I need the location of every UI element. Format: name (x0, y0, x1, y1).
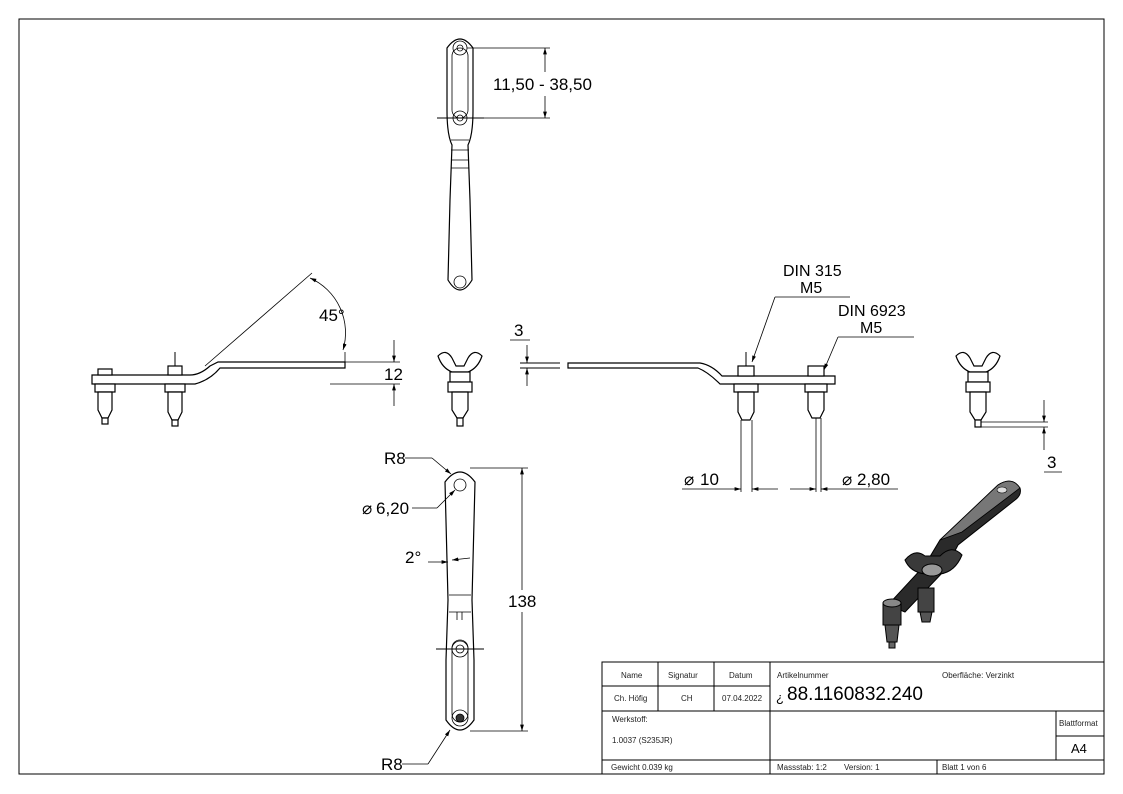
bottom-view: R8 ⌀ 6,20 2° 138 R8 (362, 449, 536, 774)
massstab: Massstab: 1:2 (777, 763, 827, 772)
werkstoff-value: 1.0037 (S235JR) (612, 736, 673, 745)
offset-dim: 12 (384, 365, 403, 384)
werkstoff-label: Werkstoff: (612, 715, 648, 724)
blattformat-label: Blattformat (1059, 719, 1098, 728)
gap-dim: 3 (1047, 453, 1056, 472)
isometric-view (882, 480, 1021, 649)
slot-range-dim: 11,50 - 38,50 (493, 75, 592, 94)
name-value: Ch. Höfig (614, 694, 647, 703)
taper-angle-dim: 2° (405, 548, 421, 567)
top-view: 11,50 - 38,50 (437, 38, 592, 291)
title-block: Name Signatur Datum Ch. Höfig CH 07.04.2… (601, 661, 1105, 775)
m5-label-b: M5 (860, 320, 882, 337)
right-side-view: 3 DIN 315 M5 DIN 6923 M5 ⌀ 10 ⌀ 2,80 (510, 263, 914, 492)
sheet-frame (18, 18, 1105, 775)
length-dim: 138 (508, 592, 536, 611)
datum-value: 07.04.2022 (722, 694, 763, 703)
signatur-value: CH (681, 694, 693, 703)
small-diameter-dim: 2,80 (857, 470, 890, 489)
thickness-dim: 3 (514, 321, 523, 340)
hole-diameter-dim: 6,20 (376, 499, 409, 518)
oberflaeche: Oberfläche: Verzinkt (942, 671, 1015, 680)
m5-label-a: M5 (800, 280, 822, 297)
din315-label: DIN 315 (783, 263, 842, 280)
version: Version: 1 (844, 763, 880, 772)
artikel-label: Artikelnummer (777, 671, 829, 680)
blatt: Blatt 1 von 6 (942, 763, 987, 772)
col-signatur: Signatur (668, 671, 698, 680)
col-name: Name (621, 671, 643, 680)
angle-dim: 45° (319, 306, 345, 325)
svg-text:⌀: ⌀ (684, 470, 694, 489)
col-datum: Datum (729, 671, 753, 680)
din6923-label: DIN 6923 (838, 303, 906, 320)
radius-top-dim: R8 (384, 449, 406, 468)
pin-diameter-dim: 10 (700, 470, 719, 489)
artikel-value: 88.1160832.240 (787, 684, 923, 705)
svg-text:⌀: ⌀ (362, 499, 372, 518)
wing-nut-view-right: 3 (955, 351, 1062, 473)
gewicht: Gewicht 0.039 kg (611, 763, 673, 772)
blattformat-value: A4 (1071, 741, 1087, 756)
radius-bottom-dim: R8 (381, 755, 403, 774)
artikel-prefix: ¿ (776, 690, 784, 705)
wing-nut-view-center (437, 351, 483, 427)
left-side-view: 45° 12 (91, 272, 403, 427)
svg-text:⌀: ⌀ (842, 470, 852, 489)
